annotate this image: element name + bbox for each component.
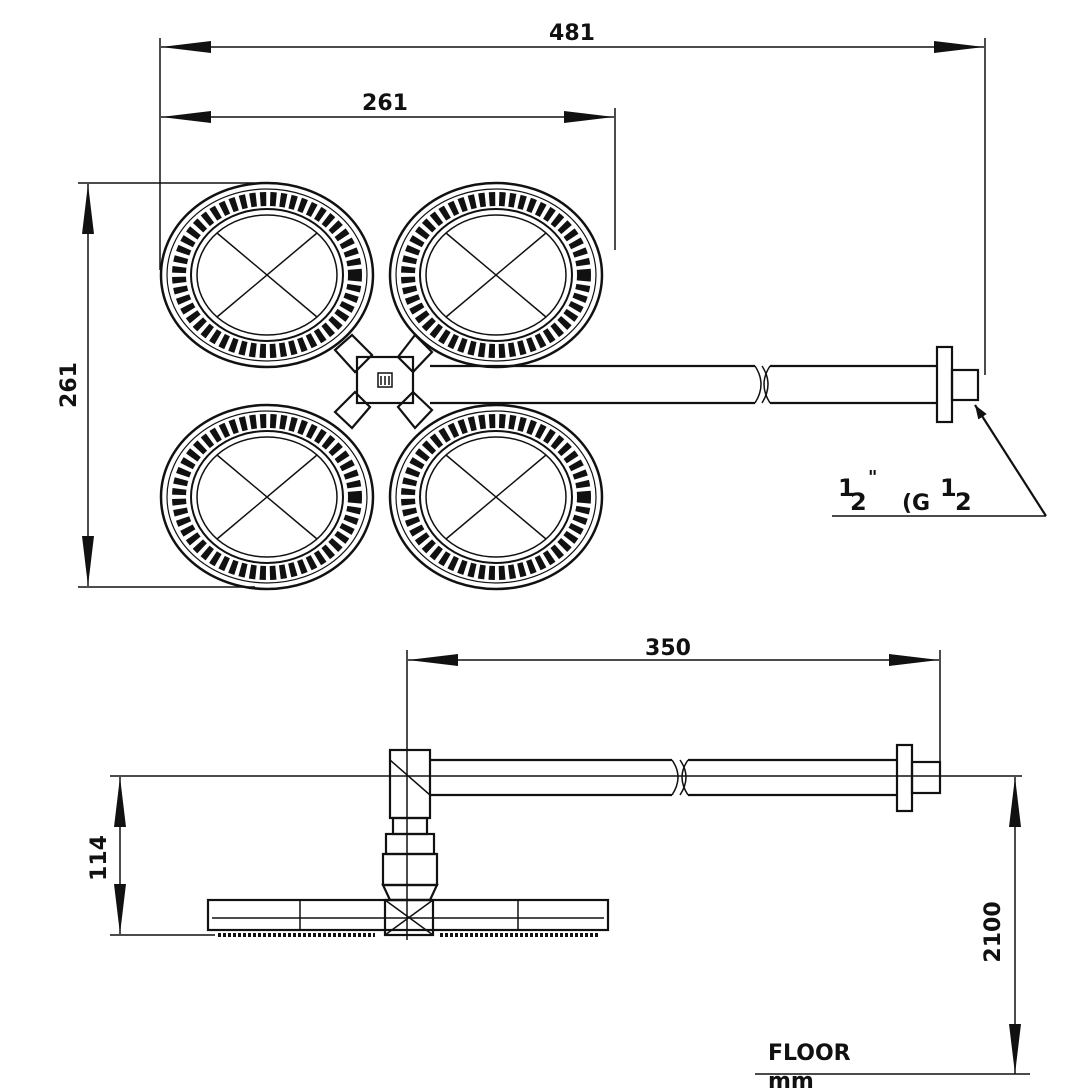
side-view: 350 114 2100 FLOOR mm bbox=[87, 636, 1030, 1090]
dimension-261-height-label: 261 bbox=[57, 362, 82, 408]
dimension-2100-label: 2100 bbox=[981, 901, 1006, 962]
thread-size-label: 1 2 " (G 1 2 bbox=[838, 464, 972, 516]
floor-label: FLOOR bbox=[768, 1041, 851, 1066]
dimension-overall-width: 481 bbox=[159, 21, 986, 375]
thread-callout: 1 2 " (G 1 2 bbox=[832, 404, 1047, 517]
dimension-481-label: 481 bbox=[549, 21, 595, 46]
spray-head-bottom-right bbox=[390, 405, 602, 589]
unit-label: mm bbox=[768, 1069, 814, 1090]
top-view: 481 261 261 bbox=[57, 21, 1047, 589]
dimension-head-height: 261 bbox=[57, 182, 255, 588]
spray-head-top-left bbox=[161, 183, 373, 367]
spray-head-side bbox=[206, 898, 610, 937]
swivel-joint bbox=[381, 816, 439, 902]
dimension-head-drop: 114 bbox=[87, 777, 215, 936]
spray-head-top-right bbox=[390, 183, 602, 367]
center-hub bbox=[333, 333, 434, 430]
dimension-350-label: 350 bbox=[645, 636, 691, 661]
dimension-261-width-label: 261 bbox=[362, 91, 408, 116]
dimension-114-label: 114 bbox=[87, 835, 112, 881]
shower-arm-top bbox=[430, 345, 980, 424]
dimension-floor-height: 2100 FLOOR mm bbox=[755, 777, 1030, 1090]
dimension-arm-length: 350 bbox=[406, 636, 941, 940]
shower-arm-side bbox=[388, 743, 942, 820]
spray-head-bottom-left bbox=[161, 405, 373, 589]
dimension-head-width: 261 bbox=[161, 91, 616, 250]
